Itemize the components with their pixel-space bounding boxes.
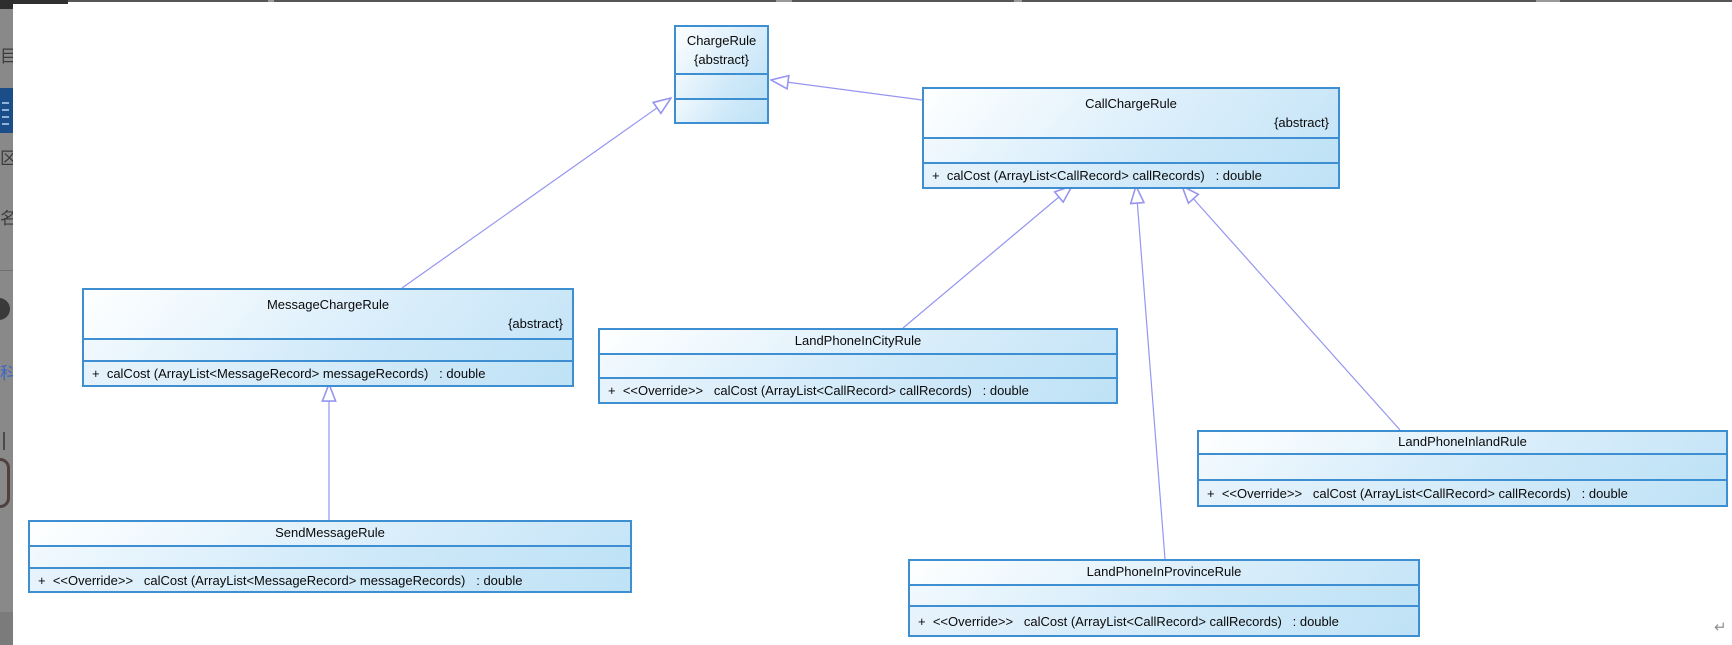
- generalization-CallChargeRule-to-ChargeRule[interactable]: [771, 80, 923, 101]
- class-MessageChargeRule[interactable]: MessageChargeRule {abstract} + calCost (Ar…: [82, 288, 574, 387]
- clipped-text-glyph: 科: [0, 365, 13, 383]
- operations-compartment: + <<Override>> calCost (ArrayList<Messag…: [30, 567, 630, 591]
- operations-compartment: + <<Override>> calCost (ArrayList<CallRe…: [600, 377, 1116, 402]
- operation-text: + <<Override>> calCost (ArrayList<CallRe…: [918, 613, 1339, 629]
- class-LandPhoneInlandRule[interactable]: LandPhoneInlandRule + <<Override>> calCos…: [1197, 430, 1728, 507]
- sidebar-fragment: [0, 612, 13, 645]
- attributes-compartment: [30, 545, 630, 567]
- generalization-LandPhoneInCityRule-to-CallChargeRule[interactable]: [902, 186, 1072, 329]
- clipped-left-sidebar[interactable]: 目区名科: [0, 0, 13, 645]
- top-edge-speck: [776, 0, 792, 2]
- operations-compartment: + calCost (ArrayList<MessageRecord> mess…: [84, 360, 572, 385]
- clipped-text-glyph: 名: [0, 210, 13, 228]
- class-stereotype: {abstract}: [508, 315, 563, 331]
- operation-text: + <<Override>> calCost (ArrayList<CallRe…: [608, 383, 1029, 398]
- sidebar-selected-item-list-icon[interactable]: [0, 88, 13, 133]
- class-name: MessageChargeRule: [266, 296, 390, 312]
- class-ChargeRule[interactable]: ChargeRule {abstract}: [674, 25, 769, 124]
- class-name: ChargeRule: [686, 32, 757, 48]
- attributes-compartment: [84, 338, 572, 360]
- window-top-edge: [0, 0, 1732, 2]
- class-stereotype: {abstract}: [1274, 114, 1329, 130]
- attributes-compartment: [600, 353, 1116, 377]
- attributes-compartment: [910, 584, 1418, 605]
- class-name: CallChargeRule: [1085, 95, 1177, 111]
- list-icon-bar: [2, 116, 9, 118]
- class-name: SendMessageRule: [275, 525, 385, 541]
- class-LandPhoneInProvinceRule[interactable]: LandPhoneInProvinceRule + <<Override>> ca…: [908, 559, 1420, 637]
- class-name: LandPhoneInCityRule: [794, 333, 922, 349]
- operations-compartment: + <<Override>> calCost (ArrayList<CallRe…: [910, 605, 1418, 635]
- class-CallChargeRule[interactable]: CallChargeRule {abstract} + calCost (Array…: [922, 87, 1340, 189]
- generalization-MessageChargeRule-to-ChargeRule[interactable]: [401, 98, 671, 289]
- operation-text: + calCost (ArrayList<MessageRecord> mess…: [92, 366, 486, 381]
- attributes-compartment: [676, 98, 767, 122]
- clipped-text-glyph: 目: [0, 48, 13, 66]
- operation-text: + <<Override>> calCost (ArrayList<CallRe…: [1207, 485, 1628, 501]
- generalization-LandPhoneInlandRule-to-CallChargeRule[interactable]: [1182, 186, 1401, 431]
- class-stereotype: {abstract}: [694, 51, 749, 67]
- attributes-compartment: [676, 73, 767, 98]
- class-SendMessageRule[interactable]: SendMessageRule + <<Override>> calCost (A…: [28, 520, 632, 593]
- attributes-compartment: [1199, 453, 1726, 479]
- class-name: LandPhoneInlandRule: [1398, 434, 1527, 450]
- top-edge-speck: [1014, 0, 1022, 2]
- attributes-compartment: [924, 137, 1338, 162]
- clipped-line-fragment: [0, 432, 13, 450]
- operations-compartment: + <<Override>> calCost (ArrayList<CallRe…: [1199, 479, 1726, 505]
- list-icon-bar: [2, 123, 9, 125]
- operation-text: + <<Override>> calCost (ArrayList<Messag…: [38, 572, 523, 588]
- return-mark-glyph: ↵: [1714, 619, 1727, 636]
- clipped-rounded-fragment: [0, 458, 13, 508]
- list-icon-bar: [2, 102, 9, 104]
- window-top-left-fragment: [0, 0, 68, 4]
- class-name: LandPhoneInProvinceRule: [1086, 564, 1242, 580]
- clipped-circle-fragment: [0, 298, 13, 320]
- operation-text: + calCost (ArrayList<CallRecord> callRec…: [932, 168, 1262, 183]
- sidebar-fragment: [0, 0, 13, 9]
- top-edge-speck: [268, 0, 274, 2]
- sidebar-divider: [0, 270, 13, 271]
- top-edge-speck: [1536, 0, 1560, 2]
- generalization-LandPhoneInProvinceRule-to-CallChargeRule[interactable]: [1136, 186, 1166, 560]
- operations-compartment: + calCost (ArrayList<CallRecord> callRec…: [924, 162, 1338, 187]
- clipped-text-glyph: 区: [0, 150, 13, 168]
- list-icon-bar: [2, 109, 9, 111]
- class-LandPhoneInCityRule[interactable]: LandPhoneInCityRule + <<Override>> calCos…: [598, 328, 1118, 404]
